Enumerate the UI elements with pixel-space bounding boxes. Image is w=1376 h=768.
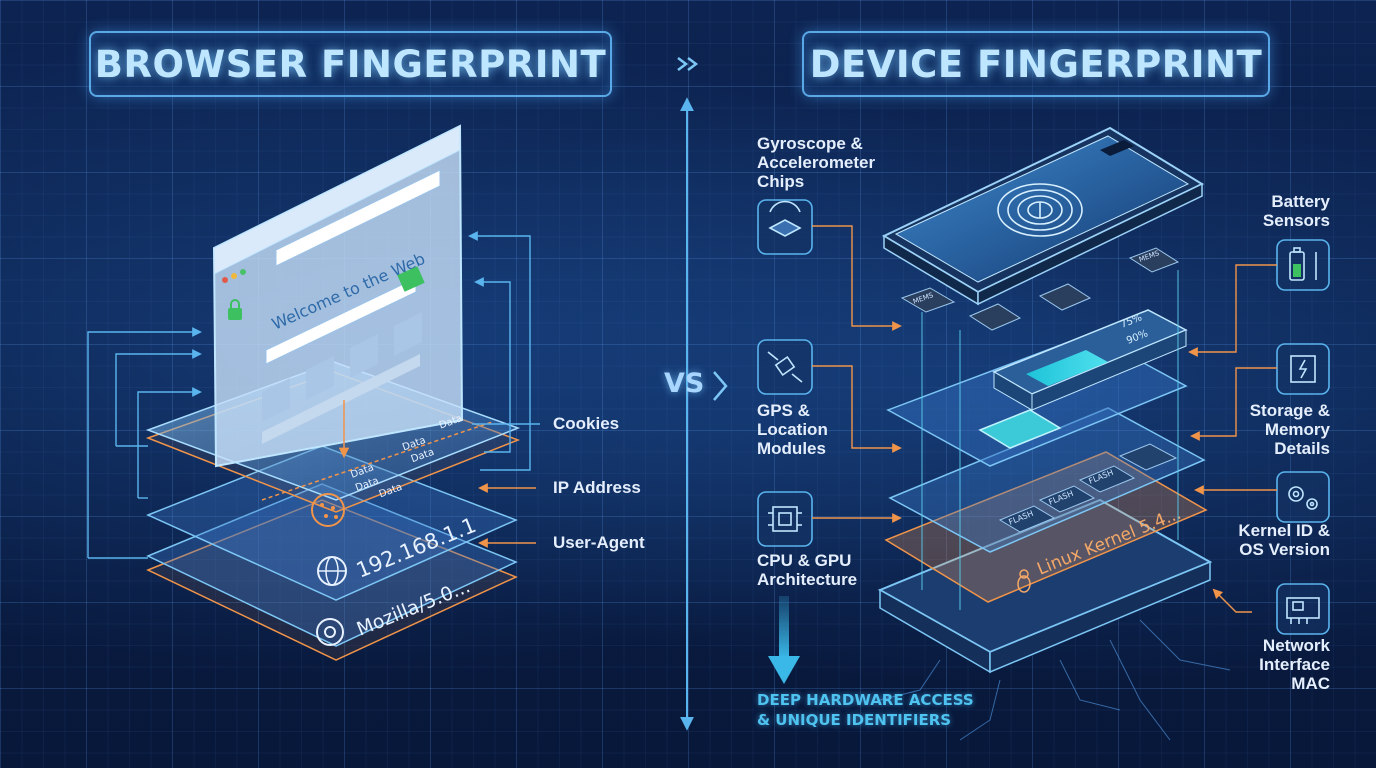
chrome-icon bbox=[316, 618, 344, 646]
deep-access-arrow bbox=[768, 596, 800, 684]
ip-address-label: IP Address bbox=[553, 478, 641, 497]
double-chevron-icon bbox=[677, 57, 699, 71]
battery-icon bbox=[1289, 247, 1317, 281]
center-divider bbox=[677, 57, 728, 731]
mems-chips bbox=[900, 247, 1180, 331]
memory-chip-icon bbox=[1290, 355, 1316, 383]
browser-connectors bbox=[87, 231, 540, 559]
browser-title-text: BROWSER FINGERPRINT bbox=[94, 42, 607, 86]
lock-icon bbox=[228, 308, 242, 320]
browser-fingerprint-title: BROWSER FINGERPRINT bbox=[89, 31, 612, 97]
phone-top bbox=[881, 126, 1205, 306]
cpu-icon-box bbox=[757, 491, 813, 547]
deep-hardware-access-caption: DEEP HARDWARE ACCESS& UNIQUE IDENTIFIERS bbox=[757, 691, 974, 729]
vs-label: VS bbox=[664, 368, 705, 399]
gear-icon bbox=[1288, 486, 1318, 510]
user-agent-layer bbox=[146, 483, 518, 647]
cookie-icon bbox=[311, 493, 345, 527]
device-stack: Linux Kernel 5.4... FLASH FLASH FLASH bbox=[877, 126, 1231, 741]
device-fingerprint-title: DEVICE FINGERPRINT bbox=[802, 31, 1270, 97]
kernel-label: Kernel ID &OS Version bbox=[1238, 521, 1330, 559]
network-card-icon bbox=[1286, 597, 1320, 624]
kernel-layer bbox=[884, 451, 1208, 603]
browser-label-arrows bbox=[478, 483, 536, 548]
globe-icon bbox=[317, 556, 347, 586]
user-agent-label: User-Agent bbox=[553, 533, 645, 552]
address-bar bbox=[275, 169, 441, 267]
chevron-right-icon bbox=[713, 371, 728, 401]
gyroscope-icon bbox=[768, 200, 802, 237]
cpu-icon bbox=[768, 506, 802, 532]
device-icon-glyphs bbox=[767, 200, 1320, 624]
battery-icon-box bbox=[1276, 239, 1330, 291]
search-bar bbox=[265, 277, 417, 365]
satellite-icon bbox=[767, 351, 803, 383]
fingerprint-icon bbox=[997, 183, 1083, 237]
cpu-chip bbox=[978, 409, 1062, 449]
circuit-traces bbox=[879, 619, 1231, 741]
linux-penguin-icon bbox=[1017, 569, 1031, 593]
user-agent-layer-shadow bbox=[146, 499, 518, 661]
cookies-label: Cookies bbox=[553, 414, 620, 433]
device-title-text: DEVICE FINGERPRINT bbox=[809, 42, 1263, 86]
browser-window: Welcome to the Web bbox=[212, 124, 464, 468]
battery-module: 75% 90% bbox=[992, 309, 1188, 411]
battery-icon bbox=[1026, 350, 1108, 386]
search-icon bbox=[397, 266, 425, 292]
device-connectors bbox=[812, 225, 1277, 613]
satellite-icon-box bbox=[757, 339, 813, 395]
